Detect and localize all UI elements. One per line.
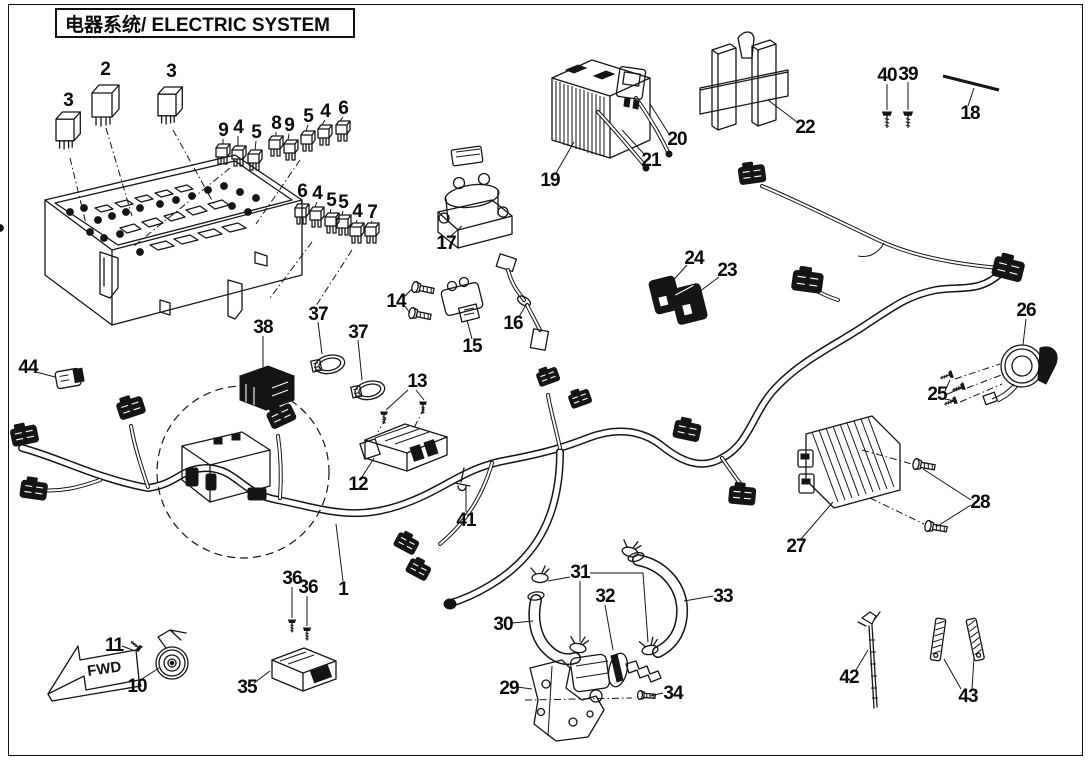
fwd-marker: FWD [48, 646, 141, 701]
connector-44 [55, 368, 84, 389]
part-label-8: 8 [271, 113, 282, 134]
battery-cover-21 [598, 98, 672, 171]
part-label-4: 4 [352, 201, 363, 222]
cable-tie-42 [858, 612, 880, 708]
sensor-15 [440, 278, 483, 322]
part-label-5: 5 [303, 106, 314, 127]
battery-bracket-22 [700, 32, 788, 130]
part-label-3: 3 [63, 90, 74, 111]
part-label-24: 24 [684, 248, 704, 269]
part-label-14: 14 [386, 291, 406, 312]
part-label-16: 16 [503, 313, 523, 334]
regulator-27 [798, 416, 900, 508]
part-label-29: 29 [499, 678, 519, 699]
part-label-13: 13 [407, 371, 427, 392]
part-label-15: 15 [462, 336, 482, 357]
part-label-9: 9 [284, 115, 295, 136]
part-label-4: 4 [312, 183, 323, 204]
part-label-42: 42 [839, 667, 859, 688]
part-label-22: 22 [795, 117, 815, 138]
part-label-38: 38 [253, 317, 273, 338]
relay-38 [240, 366, 294, 410]
page-border [8, 4, 1083, 756]
page-title: 电器系统/ ELECTRIC SYSTEM [65, 14, 330, 36]
solenoid-valve-32 [570, 652, 661, 702]
part-label-9: 9 [218, 120, 229, 141]
sensor-26 [983, 345, 1057, 405]
part-label-21: 21 [641, 150, 661, 171]
part-label-30: 30 [493, 614, 513, 635]
connector-23 [670, 283, 708, 325]
part-label-36: 36 [298, 577, 318, 598]
cable-16 [496, 254, 548, 350]
part-label-10: 10 [127, 676, 147, 697]
part-label-36: 36 [282, 568, 302, 589]
part-label-6: 6 [297, 181, 308, 202]
part-label-41: 41 [456, 510, 476, 531]
part-label-4: 4 [233, 117, 244, 138]
part-label-1: 1 [338, 579, 349, 600]
part-label-33: 33 [713, 586, 733, 607]
bracket-29 [530, 660, 604, 741]
part-label-3: 3 [166, 61, 177, 82]
part-label-5: 5 [326, 190, 337, 211]
part-label-39: 39 [898, 64, 918, 85]
part-label-27: 27 [786, 536, 806, 557]
part-label-43: 43 [958, 686, 978, 707]
main-wiring-harness [22, 186, 1002, 609]
part-label-18: 18 [960, 103, 980, 124]
part-label-28: 28 [970, 492, 990, 513]
fwd-label: FWD [86, 658, 122, 680]
part-label-40: 40 [877, 65, 897, 86]
part-label-37: 37 [348, 322, 368, 343]
rod-18 [943, 76, 999, 90]
part-label-12: 12 [348, 474, 368, 495]
horn-10 [156, 630, 188, 679]
fuse-box [0, 155, 302, 325]
part-label-5: 5 [338, 192, 349, 213]
part-label-4: 4 [320, 101, 331, 122]
harness-clip-41 [455, 468, 470, 491]
module-12 [360, 424, 447, 471]
part-label-11: 11 [104, 635, 124, 656]
part-label-2: 2 [100, 59, 111, 80]
starter-relay-17 [438, 146, 512, 248]
part-label-31: 31 [570, 562, 590, 583]
part-label-20: 20 [667, 129, 687, 150]
part-label-25: 25 [927, 384, 947, 405]
part-label-17: 17 [436, 233, 456, 254]
ecu-35 [272, 648, 336, 691]
part-label-7: 7 [367, 202, 378, 223]
part-label-37: 37 [308, 304, 328, 325]
hose-33 [627, 551, 682, 652]
connector-24 [648, 275, 681, 314]
part-label-35: 35 [237, 677, 257, 698]
part-label-5: 5 [251, 122, 262, 143]
battery [552, 60, 650, 158]
part-label-23: 23 [717, 260, 737, 281]
battery-fuse-holder-20 [616, 66, 646, 109]
part-label-6: 6 [338, 98, 349, 119]
leader-lines [36, 82, 1026, 700]
title-box: 电器系统/ ELECTRIC SYSTEM [55, 8, 355, 38]
part-label-32: 32 [595, 586, 615, 607]
hose-30 [528, 591, 575, 659]
part-label-19: 19 [540, 170, 560, 191]
part-label-34: 34 [663, 683, 683, 704]
part-label-26: 26 [1016, 300, 1036, 321]
part-label-44: 44 [18, 357, 38, 378]
